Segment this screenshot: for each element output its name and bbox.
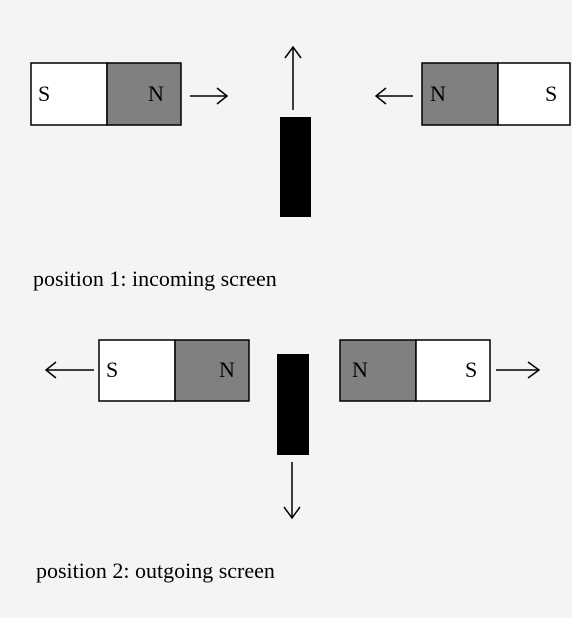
screen-block: [280, 117, 311, 217]
position-1-caption: position 1: incoming screen: [33, 266, 277, 291]
down-arrow-icon: [283, 462, 301, 520]
position-1-left-magnet: S N: [30, 62, 182, 126]
position-1-right-magnet: N S: [421, 62, 571, 126]
up-arrow-icon: [284, 45, 302, 110]
screen-block: [277, 354, 309, 455]
south-pole-block: [415, 339, 491, 402]
position-2-group: S N N S: [44, 339, 541, 520]
position-2-left-magnet: S N: [98, 339, 250, 402]
position-2-right-magnet: N S: [339, 339, 491, 402]
south-pole-block: [98, 339, 176, 402]
south-pole-block: [497, 62, 571, 126]
south-pole-label: S: [106, 357, 118, 382]
position-2-caption: position 2: outgoing screen: [36, 558, 275, 583]
north-pole-block: [421, 62, 499, 126]
north-pole-label: N: [148, 81, 164, 106]
north-pole-label: N: [430, 81, 446, 106]
south-pole-label: S: [545, 81, 557, 106]
left-arrow-icon: [374, 87, 413, 105]
north-pole-label: N: [219, 357, 235, 382]
right-arrow-icon: [190, 87, 229, 105]
position-1-group: S N N S: [30, 45, 571, 217]
north-pole-block: [174, 339, 250, 402]
north-pole-label: N: [352, 357, 368, 382]
left-arrow-icon: [44, 361, 94, 379]
right-arrow-icon: [496, 361, 541, 379]
south-pole-label: S: [465, 357, 477, 382]
south-pole-block: [30, 62, 108, 126]
south-pole-label: S: [38, 81, 50, 106]
north-pole-block: [106, 62, 182, 126]
